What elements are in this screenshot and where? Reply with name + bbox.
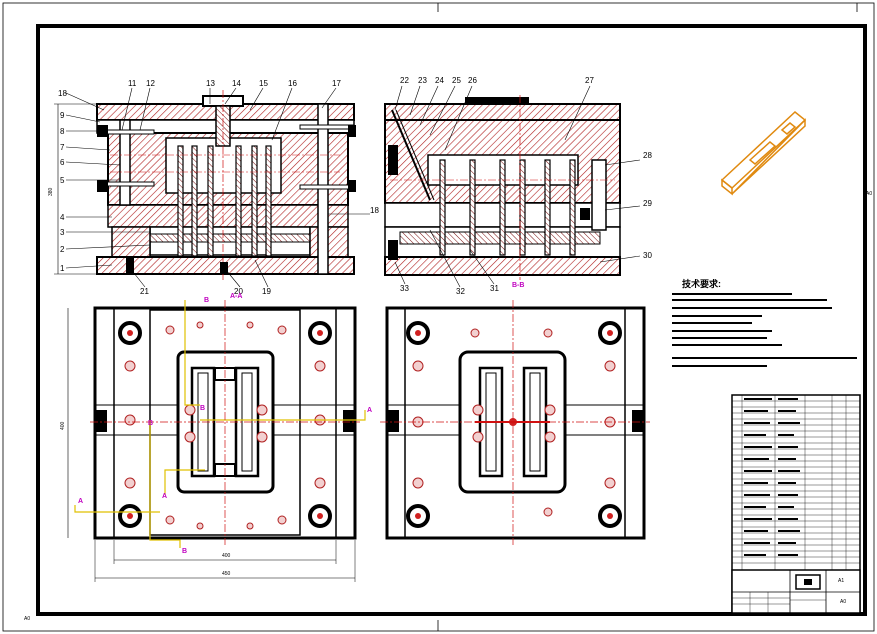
svg-text:16: 16 <box>288 79 297 88</box>
svg-text:14: 14 <box>232 79 241 88</box>
svg-text:22: 22 <box>400 76 409 85</box>
plan-view-moving-half <box>67 300 366 582</box>
svg-text:21: 21 <box>140 287 149 296</box>
svg-text:8: 8 <box>60 127 65 136</box>
svg-text:A: A <box>367 407 372 414</box>
plan-view-fixed-half <box>380 300 650 545</box>
svg-text:7: 7 <box>60 143 65 152</box>
corner-mark-right: A0 <box>866 191 872 197</box>
inner-border <box>36 24 867 616</box>
part-isometric-view <box>720 111 807 196</box>
svg-text:A0: A0 <box>840 599 846 605</box>
svg-text:25: 25 <box>452 76 461 85</box>
corner-mark-bottom-left: A0 <box>24 616 30 622</box>
svg-text:33: 33 <box>400 284 409 293</box>
svg-text:30: 30 <box>643 251 652 260</box>
plan-left-annotations: 400 400 450 B B B A A A B <box>60 297 372 577</box>
front-section-view <box>96 90 356 280</box>
side-view-label-text: 22 23 24 25 26 27 28 29 30 33 32 31 A-A … <box>230 76 652 300</box>
svg-text:11: 11 <box>128 79 137 88</box>
svg-text:B: B <box>182 548 187 555</box>
svg-text:5: 5 <box>60 176 65 185</box>
svg-text:18: 18 <box>370 206 379 215</box>
svg-text:B: B <box>200 405 205 412</box>
svg-text:A-A: A-A <box>230 293 242 300</box>
svg-text:技术要求:: 技术要求: <box>682 278 721 289</box>
svg-text:A: A <box>78 498 83 505</box>
side-view-labels <box>394 85 641 288</box>
front-view-label-text: 1 2 3 4 5 6 7 8 9 18 11 12 13 14 15 16 1… <box>58 79 379 296</box>
svg-text:28: 28 <box>643 151 652 160</box>
svg-text:20: 20 <box>234 287 243 296</box>
front-height-dimension: 380 <box>48 103 97 275</box>
svg-text:400: 400 <box>60 421 66 430</box>
svg-text:29: 29 <box>643 199 652 208</box>
svg-text:19: 19 <box>262 287 271 296</box>
svg-text:13: 13 <box>206 79 215 88</box>
svg-text:A: A <box>162 493 167 500</box>
svg-text:6: 6 <box>60 158 65 167</box>
side-section-view <box>384 95 621 280</box>
svg-text:380: 380 <box>48 187 54 196</box>
svg-text:B: B <box>148 420 153 427</box>
svg-text:3: 3 <box>60 228 65 237</box>
svg-text:32: 32 <box>456 287 465 296</box>
svg-text:400: 400 <box>222 553 231 559</box>
svg-text:17: 17 <box>332 79 341 88</box>
svg-text:23: 23 <box>418 76 427 85</box>
svg-text:26: 26 <box>468 76 477 85</box>
svg-text:12: 12 <box>146 79 155 88</box>
svg-text:24: 24 <box>435 76 444 85</box>
technical-notes: 技术要求: <box>672 278 857 367</box>
svg-text:27: 27 <box>585 76 594 85</box>
svg-text:4: 4 <box>60 213 65 222</box>
svg-text:31: 31 <box>490 284 499 293</box>
svg-text:15: 15 <box>259 79 268 88</box>
svg-text:2: 2 <box>60 245 65 254</box>
front-view-labels <box>65 87 370 288</box>
svg-text:9: 9 <box>60 111 65 120</box>
svg-text:18: 18 <box>58 89 67 98</box>
svg-text:450: 450 <box>222 571 231 577</box>
svg-text:B: B <box>204 297 209 304</box>
svg-text:A1: A1 <box>838 578 844 584</box>
svg-text:B-B: B-B <box>512 282 524 289</box>
svg-text:1: 1 <box>60 264 65 273</box>
bill-of-materials: A1 A0 <box>731 394 861 614</box>
